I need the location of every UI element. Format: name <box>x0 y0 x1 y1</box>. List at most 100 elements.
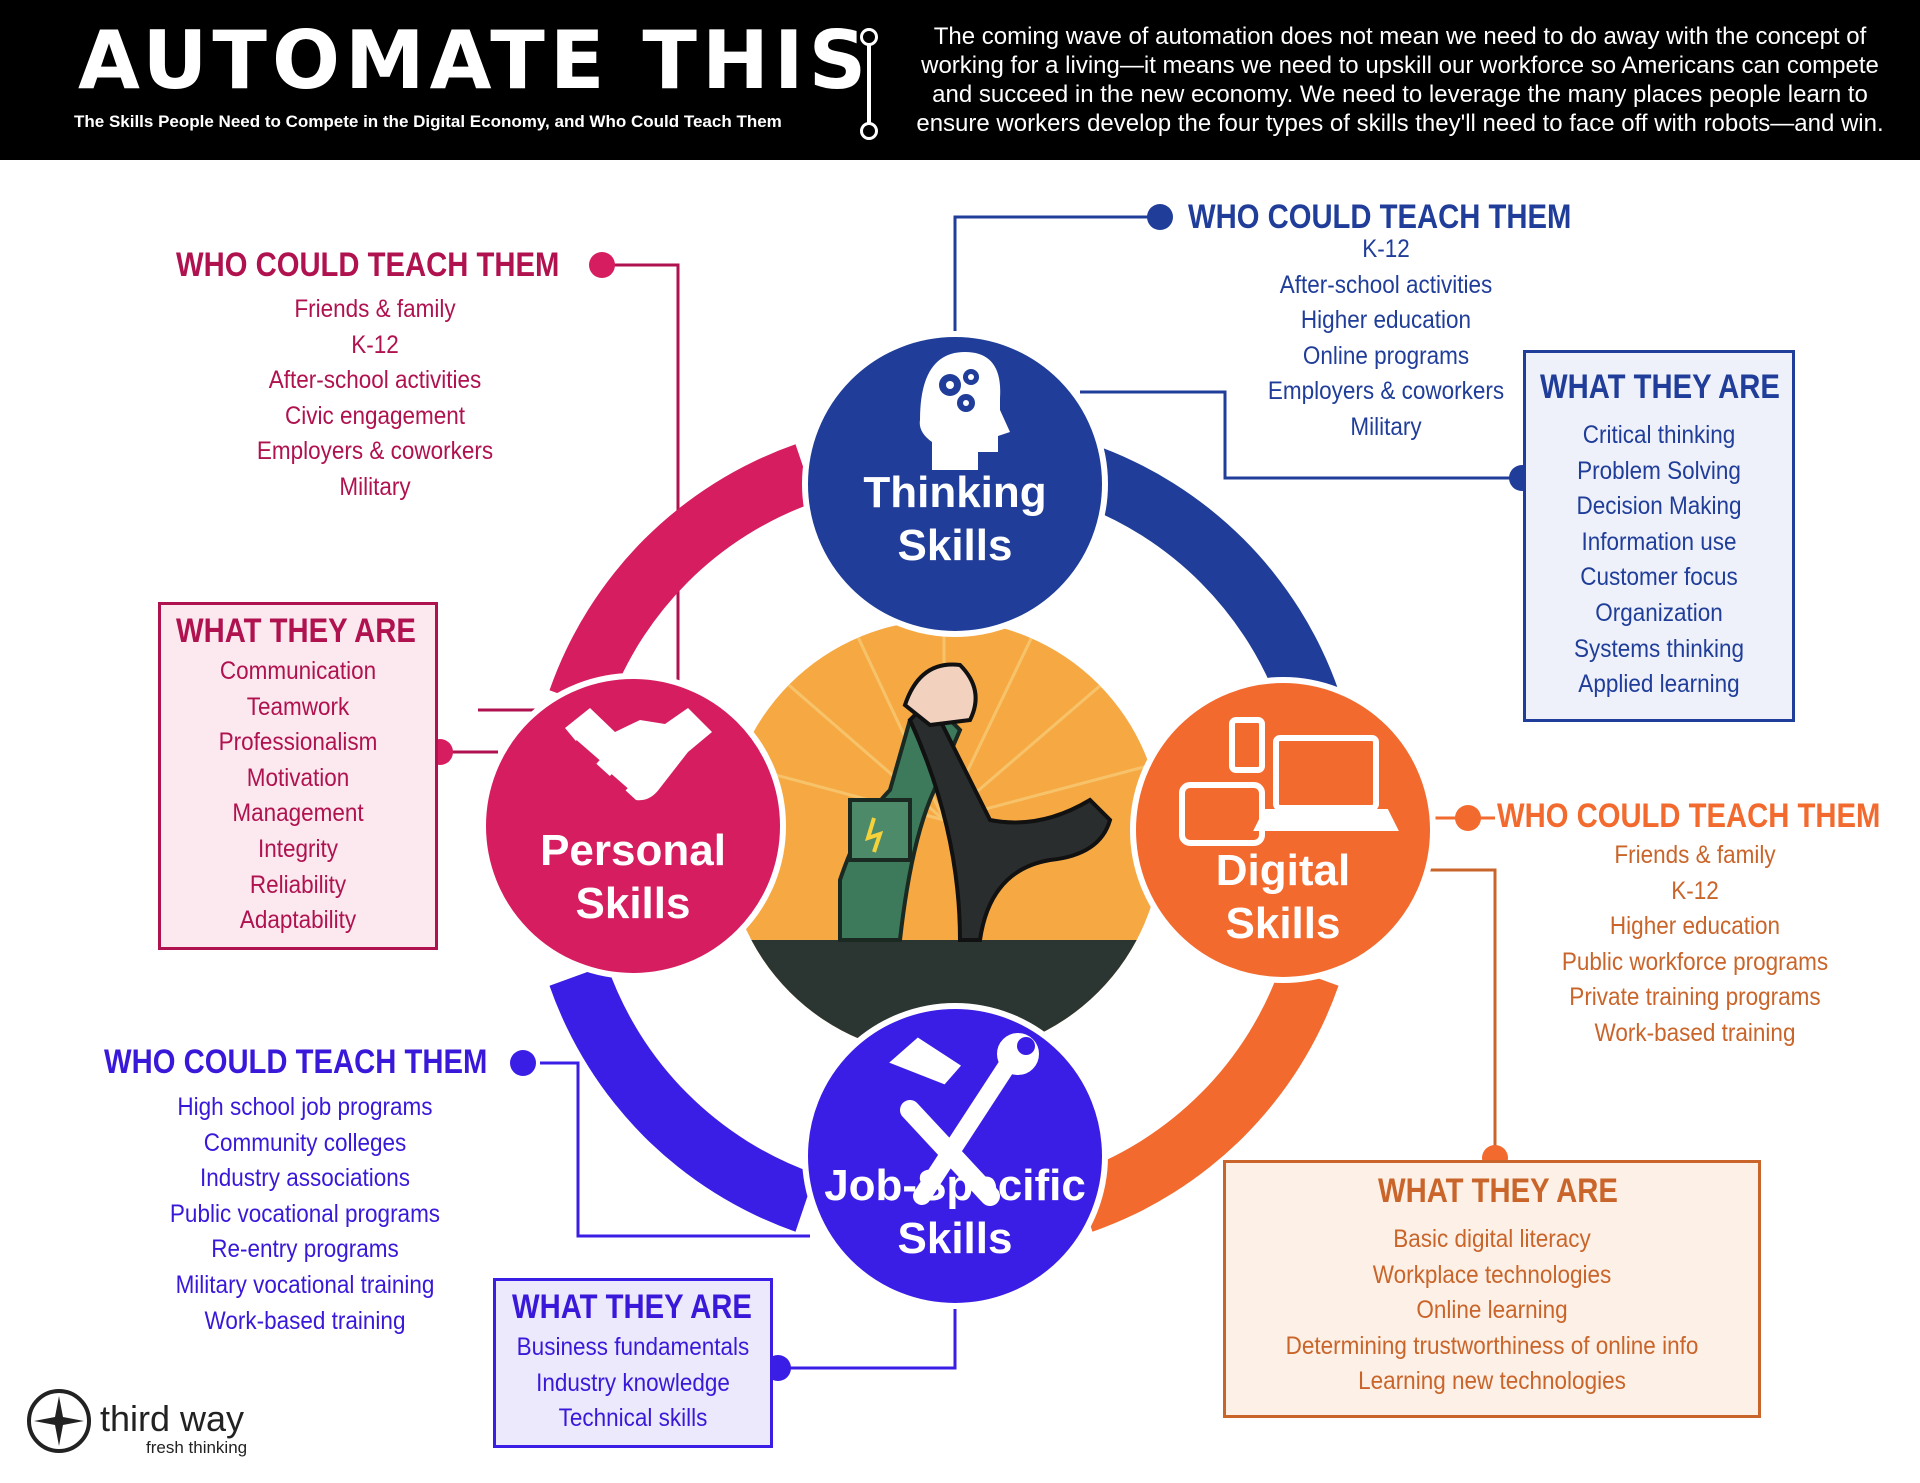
list-item: Industry knowledge <box>536 1368 730 1397</box>
personal-what-title: WHAT THEY ARE <box>176 612 416 650</box>
list-item: After-school activities <box>1279 270 1493 299</box>
thinking-what-title: WHAT THEY ARE <box>1540 368 1780 406</box>
hammer-wrench-icon <box>889 1033 1039 1206</box>
thinking-arc <box>1072 444 1339 712</box>
personal-items-list: Communication Teamwork Professionalism M… <box>177 654 418 939</box>
job-label-1: Job-Specific <box>824 1161 1086 1210</box>
list-item: After-school activities <box>268 366 482 395</box>
list-item: Determining trustworthiness of online in… <box>1285 1331 1699 1360</box>
list-item: Motivation <box>246 763 350 792</box>
list-item: Employers & coworkers <box>1267 377 1505 406</box>
list-item: Decision Making <box>1576 492 1742 521</box>
list-item: Military vocational training <box>175 1270 435 1299</box>
brain-gears-icon <box>919 352 1010 470</box>
circle-labels: Thinking Skills Personal Skills Digital … <box>540 468 1350 1263</box>
list-item: Business fundamentals <box>516 1333 750 1361</box>
thinking-items-list: Critical thinking Problem Solving Decisi… <box>1542 418 1776 703</box>
digital-label-1: Digital <box>1216 846 1350 895</box>
digital-items-list: Basic digital literacy Workplace technol… <box>1255 1222 1728 1400</box>
thinking-teachers-list: K-12 After-school activities Higher educ… <box>1251 232 1521 446</box>
list-item: K-12 <box>351 330 399 359</box>
list-item: Integrity <box>257 834 339 863</box>
job-what-box <box>493 1278 773 1448</box>
list-item: Friends & family <box>1614 841 1776 869</box>
list-item: Management <box>232 799 364 828</box>
list-item: Public vocational programs <box>169 1199 441 1228</box>
personal-label-1: Personal <box>540 826 726 875</box>
list-item: Community colleges <box>203 1128 407 1157</box>
list-item: High school job programs <box>177 1093 433 1121</box>
list-item: Learning new technologies <box>1358 1367 1626 1396</box>
header-bar: AUTOMATE THIS The Skills People Need to … <box>0 0 1920 160</box>
robot-arm-wrestling-icon <box>726 620 1162 1056</box>
list-item: Communication <box>219 657 377 685</box>
digital-what-title: WHAT THEY ARE <box>1378 1172 1618 1210</box>
personal-label-2: Skills <box>576 879 691 928</box>
list-item: K-12 <box>1362 235 1410 263</box>
thinking-teach-title: WHO COULD TEACH THEM <box>1188 198 1572 236</box>
digital-teach-title: WHO COULD TEACH THEM <box>1497 797 1881 835</box>
list-item: Higher education <box>1300 306 1472 335</box>
list-item: Adaptability <box>239 906 357 935</box>
divider-dot-top <box>860 28 878 46</box>
job-what-title: WHAT THEY ARE <box>512 1288 752 1326</box>
job-arc <box>549 964 816 1232</box>
thinking-label-1: Thinking <box>863 468 1046 517</box>
list-item: Online programs <box>1302 341 1470 370</box>
job-label-2: Skills <box>898 1214 1013 1263</box>
list-item: Friends & family <box>294 295 456 323</box>
list-item: K-12 <box>1671 876 1719 905</box>
list-item: Problem Solving <box>1577 456 1741 485</box>
personal-what-box <box>158 602 438 950</box>
header-divider <box>867 36 871 132</box>
list-item: Industry associations <box>199 1164 411 1193</box>
list-item: Work-based training <box>1594 1018 1796 1047</box>
list-item: Professionalism <box>218 728 378 757</box>
list-item: Employers & coworkers <box>256 437 494 466</box>
list-item: Online learning <box>1416 1296 1568 1325</box>
compass-star-icon <box>27 1389 91 1453</box>
job-teachers-list: High school job programs Community colle… <box>148 1090 463 1339</box>
page-subtitle: The Skills People Need to Compete in the… <box>74 112 782 131</box>
list-item: Work-based training <box>204 1306 406 1335</box>
list-item: Military <box>1350 412 1422 441</box>
list-item: Public workforce programs <box>1561 947 1829 976</box>
list-item: Reliability <box>249 870 347 899</box>
thinking-label-2: Skills <box>898 521 1013 570</box>
personal-teachers-list: Friends & family K-12 After-school activ… <box>240 292 510 506</box>
handshake-icon <box>565 708 712 801</box>
personal-teach-title: WHO COULD TEACH THEM <box>176 246 560 284</box>
digital-arc <box>1072 964 1339 1232</box>
list-item: Applied learning <box>1578 670 1740 699</box>
list-item: Customer focus <box>1580 563 1738 592</box>
list-item: Technical skills <box>558 1404 708 1433</box>
logo-name: third way <box>100 1398 245 1439</box>
list-item: Teamwork <box>246 692 350 721</box>
personal-skills-circle <box>480 673 786 979</box>
list-item: Private training programs <box>1569 983 1821 1012</box>
list-item: Systems thinking <box>1573 634 1745 663</box>
digital-what-box <box>1223 1160 1761 1418</box>
list-item: Military <box>339 472 411 501</box>
digital-teachers-list: Friends & family K-12 Higher education P… <box>1538 838 1853 1052</box>
list-item: Civic engagement <box>284 401 466 430</box>
job-items-list: Business fundamentals Industry knowledge… <box>512 1330 753 1437</box>
list-item: Critical thinking <box>1582 421 1736 449</box>
logo-tagline: fresh thinking <box>146 1438 248 1457</box>
devices-icon <box>1179 717 1399 846</box>
ring-arcs <box>549 444 1339 1232</box>
list-item: Higher education <box>1609 912 1781 941</box>
job-teach-title: WHO COULD TEACH THEM <box>104 1043 488 1081</box>
divider-dot-bottom <box>860 122 878 140</box>
page-title: AUTOMATE THIS <box>78 14 872 107</box>
list-item: Re-entry programs <box>211 1235 399 1264</box>
list-item: Basic digital literacy <box>1393 1225 1591 1253</box>
personal-arc <box>549 444 816 712</box>
list-item: Information use <box>1581 527 1737 556</box>
list-item: Workplace technologies <box>1372 1260 1612 1289</box>
list-item: Organization <box>1595 598 1723 627</box>
digital-label-2: Skills <box>1226 899 1341 948</box>
intro-text: The coming wave of automation does not m… <box>916 23 1884 137</box>
thinking-what-box <box>1523 350 1795 722</box>
